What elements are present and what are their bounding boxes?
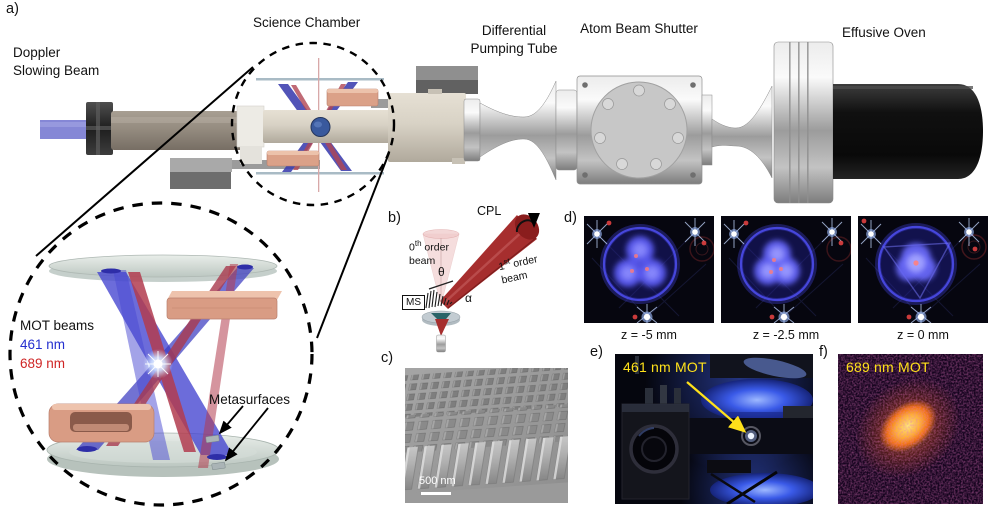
differential-pumping-tube xyxy=(463,80,557,181)
label-cpl: CPL xyxy=(477,204,502,218)
annotation-461-mot: 461 nm MOT xyxy=(623,359,707,375)
label-doppler-slowing-beam: Doppler Slowing Beam xyxy=(13,45,100,78)
label-ms-box: MS xyxy=(402,295,425,310)
noise-overlay xyxy=(838,354,983,504)
reflection-stars xyxy=(860,218,980,323)
label-689nm: 689 nm xyxy=(20,356,66,371)
doppler-slowing-beam xyxy=(40,120,92,139)
panel-d-label: d) xyxy=(564,210,577,226)
nanopillar-array xyxy=(405,368,568,503)
chamber-coil-lower xyxy=(266,150,320,167)
inset-coil-lower xyxy=(48,403,155,443)
label-differential-pumping-tube: Differential Pumping Tube xyxy=(470,23,558,56)
zoom-circle-large xyxy=(8,201,314,507)
inset-coil-upper xyxy=(166,291,282,320)
mot-bright-spot xyxy=(747,432,755,440)
mot-photo-z-zero xyxy=(858,216,988,323)
mot-photo-z-minus5 xyxy=(584,216,714,323)
panel-b-label: b) xyxy=(388,210,401,226)
viewport-window xyxy=(310,117,331,137)
theta-angle-tick xyxy=(428,280,454,290)
label-effusive-oven: Effusive Oven xyxy=(842,25,926,40)
zoom-connector-lines xyxy=(35,66,390,339)
oven-flange xyxy=(773,41,834,204)
caption-z-minus2p5: z = -2.5 mm xyxy=(752,328,820,342)
label-461nm: 461 nm xyxy=(20,337,66,352)
metasurface-bristles xyxy=(425,289,453,309)
effusive-oven-body xyxy=(833,84,983,179)
label-zeroth-order-beam: 0th order beam xyxy=(409,239,449,267)
atom-cloud xyxy=(143,349,173,379)
lower-viewport-glow xyxy=(710,473,813,504)
falsecolor-photo-689-mot: 689 nm MOT xyxy=(838,354,983,504)
cpl-rotation-arrow xyxy=(515,212,540,233)
mot-photo-z-minus2p5 xyxy=(721,216,851,323)
zoom-circle-small xyxy=(230,41,396,207)
mot-pointer-arrow xyxy=(686,381,747,433)
panel-e-label: e) xyxy=(590,344,603,360)
label-science-chamber: Science Chamber xyxy=(253,15,361,30)
caption-z-zero: z = 0 mm xyxy=(897,328,949,342)
label-alpha: α xyxy=(465,291,472,305)
shutter-corner-screws xyxy=(582,82,696,178)
entrance-flange xyxy=(86,102,113,155)
label-mot-beams: MOT beams xyxy=(20,318,95,333)
metasurface-arrows xyxy=(218,405,269,462)
reflection-stars xyxy=(723,218,844,323)
science-chamber-body xyxy=(236,89,466,164)
panel-a-label: a) xyxy=(6,1,19,17)
annotation-689-mot: 689 nm MOT xyxy=(846,359,930,375)
focused-beam-cone xyxy=(435,319,449,336)
metasurface-chips xyxy=(205,434,226,470)
label-theta: θ xyxy=(438,265,445,279)
atom-beam-shutter-assembly xyxy=(555,75,713,185)
camera-body xyxy=(621,356,690,500)
mount-post xyxy=(436,334,446,353)
reflection-stars xyxy=(586,218,707,323)
sem-scale-text: 500 nm xyxy=(419,475,456,487)
shutter-bolts xyxy=(594,84,684,170)
sem-scale-bar xyxy=(421,492,451,495)
oven-transition-horn xyxy=(711,85,773,179)
panel-f-label: f) xyxy=(819,344,828,360)
label-metasurfaces: Metasurfaces xyxy=(209,392,291,407)
chamber-coil-upper xyxy=(326,88,379,107)
mot-beam-blue-c xyxy=(113,270,170,460)
zeroth-order-beam-cone xyxy=(422,229,460,306)
sem-micrograph: 500 nm xyxy=(405,368,568,503)
lab-photo-461-mot: 461 nm MOT xyxy=(615,354,813,504)
caption-z-minus5: z = -5 mm xyxy=(621,328,677,342)
label-atom-beam-shutter: Atom Beam Shutter xyxy=(580,21,698,36)
atom-cloud-clover xyxy=(754,240,800,285)
panel-c-label: c) xyxy=(381,350,394,366)
sem-image xyxy=(405,368,568,503)
